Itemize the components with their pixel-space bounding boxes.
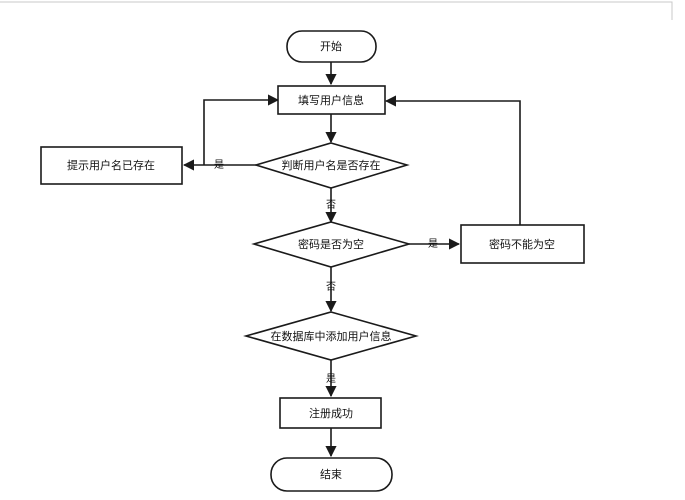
fill-user-info-label: 填写用户信息 xyxy=(298,93,364,107)
edge-label-db-yes: 是 xyxy=(326,373,336,385)
check-username-decision xyxy=(253,142,410,189)
check-username-label: 判断用户名是否存在 xyxy=(282,158,381,172)
register-success-box xyxy=(279,397,382,429)
edge-back-to-fill-left xyxy=(203,94,280,165)
username-exists-box xyxy=(40,146,183,185)
start-label: 开始 xyxy=(320,39,342,53)
check-password-label: 密码是否为空 xyxy=(298,237,364,251)
end-label: 结束 xyxy=(320,468,342,481)
start-terminal xyxy=(286,30,377,63)
add-to-db-label: 在数据库中添加用户信息 xyxy=(271,329,392,343)
register-success-label: 注册成功 xyxy=(309,406,353,420)
add-to-db-decision xyxy=(243,311,419,361)
page-border xyxy=(0,1,673,20)
fill-user-info-box xyxy=(277,85,386,115)
edge-label-username-yes: 是 xyxy=(214,159,224,171)
password-empty-label: 密码不能为空 xyxy=(489,237,555,251)
edge-label-password-yes: 是 xyxy=(428,238,438,250)
username-exists-label: 提示用户名已存在 xyxy=(67,158,155,172)
end-terminal xyxy=(270,457,393,492)
check-password-decision xyxy=(251,221,412,268)
password-empty-box xyxy=(460,224,585,264)
edge-back-to-fill-right xyxy=(384,95,521,225)
edge-label-username-no: 否 xyxy=(326,199,336,211)
edge-label-password-no: 否 xyxy=(326,281,336,293)
